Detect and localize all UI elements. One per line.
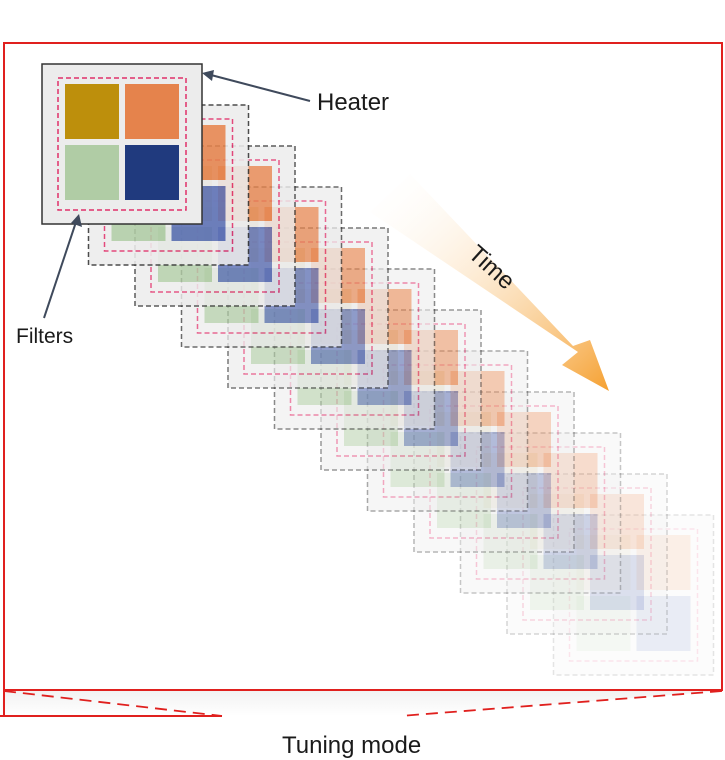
heater-outline <box>475 446 606 580</box>
heater-tile-1 <box>41 63 203 225</box>
tile-substrate <box>552 514 715 676</box>
heater-tile-9 <box>413 391 575 553</box>
tile-substrate <box>506 473 668 635</box>
filter-bottom-left <box>65 145 119 200</box>
filters-pointer-head <box>71 214 82 227</box>
heater-outline <box>429 405 559 539</box>
heater-label: Heater <box>317 89 390 116</box>
heater-pointer-head <box>202 70 214 81</box>
filter-bottom-left <box>576 596 631 651</box>
heater-outline <box>522 487 652 621</box>
filter-bottom-right <box>590 555 644 610</box>
filter-top-left <box>483 453 538 508</box>
tile-substrate <box>459 432 622 594</box>
filter-bottom-right <box>543 514 598 569</box>
heater-outline <box>568 528 699 662</box>
filter-top-left <box>576 535 631 590</box>
filter-bottom-left <box>483 514 538 569</box>
tuning-mode-label: Tuning mode <box>282 732 422 759</box>
filter-bottom-right <box>636 596 691 651</box>
heater-outline <box>57 77 187 211</box>
heater-pointer <box>210 74 311 102</box>
filter-top-right <box>497 412 551 467</box>
filter-top-right <box>125 84 179 139</box>
filters-pointer <box>43 221 77 319</box>
filter-top-right <box>543 453 598 508</box>
time-arrow <box>370 174 609 391</box>
heater-tile-11 <box>506 473 668 635</box>
filter-top-left <box>530 494 584 549</box>
filters-label: Filters <box>16 325 74 348</box>
tuning-frame <box>3 42 723 691</box>
filter-bottom-right <box>125 145 179 200</box>
heater-tile-10 <box>459 432 622 594</box>
perspective-wedge <box>0 691 722 716</box>
filter-top-right <box>636 535 691 590</box>
filter-bottom-right <box>497 473 551 528</box>
filter-bottom-left <box>530 555 584 610</box>
filter-top-left <box>65 84 119 139</box>
filter-top-right <box>590 494 644 549</box>
heater-tile-12 <box>552 514 715 676</box>
filter-bottom-left <box>437 473 491 528</box>
